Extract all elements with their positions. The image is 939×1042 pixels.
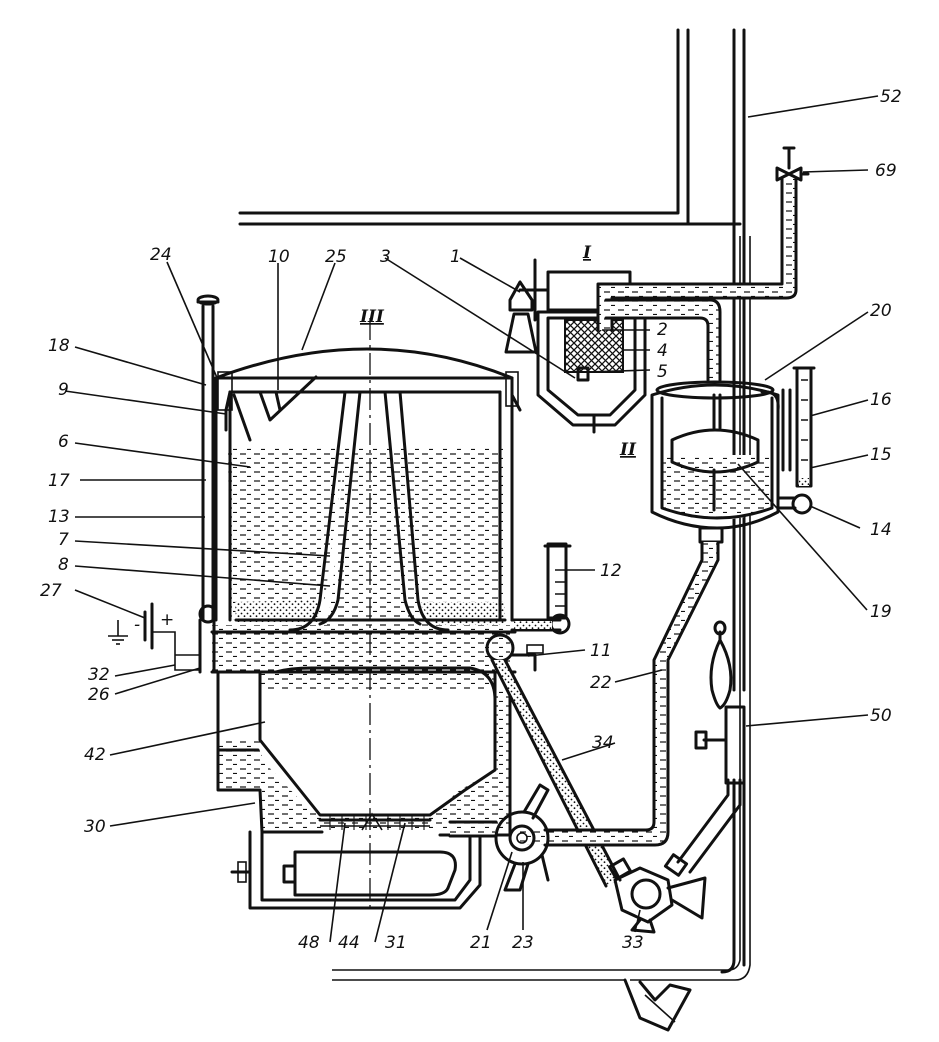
pipe-22 bbox=[520, 540, 720, 847]
valve-33 bbox=[608, 853, 707, 934]
cock-21 bbox=[448, 783, 550, 892]
callout-15: 15 bbox=[870, 445, 892, 465]
section-label-I: I bbox=[582, 243, 592, 263]
callout-25: 25 bbox=[325, 247, 347, 267]
callout-21: 21 bbox=[470, 933, 492, 953]
labels: 1 2 3 4 5 6 7 8 9 10 11 12 13 14 15 16 1… bbox=[40, 87, 902, 953]
callout-4: 4 bbox=[657, 341, 668, 361]
callout-32: 32 bbox=[88, 665, 110, 685]
callout-9: 9 bbox=[58, 380, 69, 400]
callout-22: 22 bbox=[590, 673, 612, 693]
electrical-connection: - + bbox=[108, 602, 200, 671]
callout-2: 2 bbox=[657, 320, 668, 340]
callout-19: 19 bbox=[870, 602, 892, 622]
callout-69: 69 bbox=[875, 161, 897, 181]
exhaust-pipe bbox=[720, 28, 746, 974]
callout-34: 34 bbox=[592, 733, 614, 753]
level-rod bbox=[196, 294, 220, 674]
callout-3: 3 bbox=[380, 247, 391, 267]
section-label-II: II bbox=[619, 440, 637, 460]
callout-20: 20 bbox=[870, 301, 892, 321]
callout-30: 30 bbox=[84, 817, 106, 837]
callout-10: 10 bbox=[268, 247, 290, 267]
callout-23: 23 bbox=[512, 933, 534, 953]
callout-11: 11 bbox=[590, 641, 612, 661]
callout-6: 6 bbox=[58, 432, 69, 452]
burner-grid bbox=[329, 812, 425, 831]
callout-33: 33 bbox=[622, 933, 644, 953]
callout-17: 17 bbox=[48, 471, 70, 491]
callout-48: 48 bbox=[298, 933, 320, 953]
callout-7: 7 bbox=[58, 530, 69, 550]
tank-level-gauge bbox=[776, 366, 816, 515]
terminal-plus: + bbox=[160, 610, 174, 630]
callout-42: 42 bbox=[84, 745, 106, 765]
lid-assembly bbox=[217, 371, 522, 442]
callout-13: 13 bbox=[48, 507, 70, 527]
pipe-filter-to-tank bbox=[604, 298, 722, 382]
callout-5: 5 bbox=[657, 362, 668, 382]
leader-lines bbox=[64, 95, 879, 943]
callout-44: 44 bbox=[338, 933, 360, 953]
callout-18: 18 bbox=[48, 336, 70, 356]
callout-52: 52 bbox=[880, 87, 902, 107]
callout-8: 8 bbox=[58, 555, 69, 575]
callout-1: 1 bbox=[450, 247, 461, 267]
callout-27: 27 bbox=[40, 581, 62, 601]
expansion-tank bbox=[650, 380, 780, 544]
callout-31: 31 bbox=[385, 933, 407, 953]
terminal-minus: - bbox=[134, 615, 140, 635]
callout-50: 50 bbox=[870, 706, 892, 726]
feed-pipe bbox=[596, 146, 810, 332]
callout-12: 12 bbox=[600, 561, 622, 581]
callout-24: 24 bbox=[150, 245, 172, 265]
overflow-gauge bbox=[485, 542, 572, 672]
section-label-III: III bbox=[359, 307, 385, 327]
callout-16: 16 bbox=[870, 390, 892, 410]
callout-26: 26 bbox=[88, 685, 110, 705]
callout-14: 14 bbox=[870, 520, 892, 540]
return-pipe bbox=[676, 620, 746, 874]
